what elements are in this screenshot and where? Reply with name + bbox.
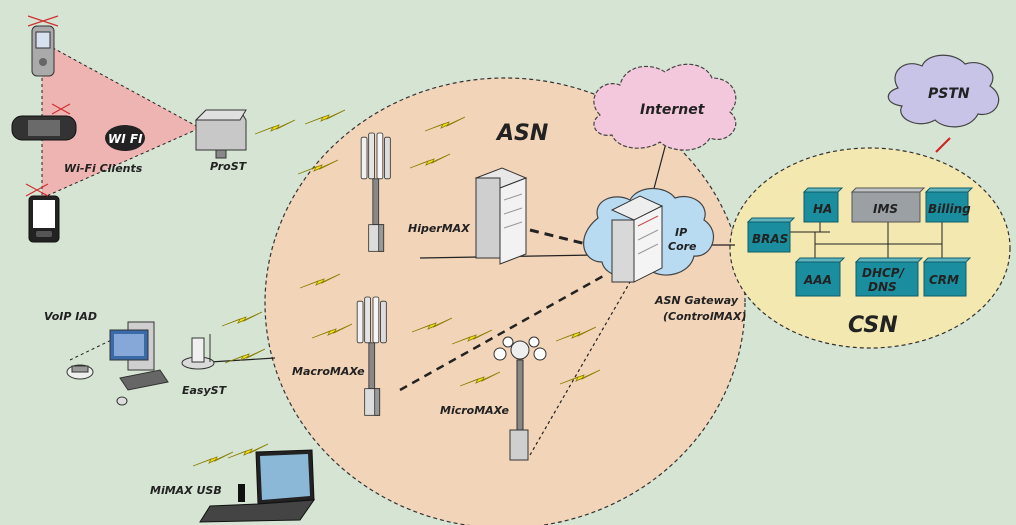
csn-box-crm-label: CRM bbox=[929, 273, 959, 287]
csn-label: CSN bbox=[848, 313, 898, 338]
wireless-signal-icon bbox=[225, 348, 265, 364]
csn-box-aaa bbox=[794, 257, 846, 297]
ip-core-label: Core bbox=[668, 240, 697, 253]
csn-box-ims bbox=[850, 187, 926, 223]
pda-icon bbox=[25, 183, 60, 243]
csn-box-bras-label: BRAS bbox=[752, 232, 788, 246]
prost-label: ProST bbox=[210, 160, 248, 173]
wireless-signal-icon bbox=[255, 119, 295, 135]
voip-iad-label: VoIP IAD bbox=[44, 310, 97, 323]
mimax-usb-label: MiMAX USB bbox=[150, 484, 222, 497]
link-easyst-tower bbox=[209, 357, 276, 363]
wireless-signal-icon bbox=[222, 311, 262, 327]
mobile-phone-icon bbox=[27, 15, 59, 77]
easyst-label: EasyST bbox=[182, 384, 228, 397]
asn-gateway-label: ASN Gateway bbox=[654, 294, 739, 307]
prost-device bbox=[194, 109, 247, 159]
hipermax-label: HiperMAX bbox=[408, 222, 470, 235]
csn-box-ha bbox=[802, 187, 844, 223]
link-tower-gateway bbox=[399, 273, 606, 392]
csn-box-aaa-label: AAA bbox=[803, 273, 832, 287]
micromaxe-label: MicroMAXe bbox=[440, 404, 509, 417]
hipermax-cabinet bbox=[474, 167, 528, 265]
macromaxe-label: MacroMAXe bbox=[292, 365, 365, 378]
csn-box-ims-label: IMS bbox=[873, 202, 898, 216]
wireless-signal-icon bbox=[193, 451, 233, 467]
wifi-link-line bbox=[41, 127, 201, 199]
wifi-coverage-area bbox=[42, 42, 200, 198]
wifi-logo-text: WI FI bbox=[108, 132, 143, 146]
wireless-signal-icon bbox=[305, 109, 345, 125]
csn-box-dhcp-label: DNS bbox=[868, 280, 897, 294]
csn-box-billing-label: Billing bbox=[928, 202, 971, 216]
ip-core-label: IP bbox=[675, 226, 687, 239]
internet-label: Internet bbox=[640, 102, 706, 118]
wifi-logo bbox=[105, 125, 145, 151]
pstn-label: PSTN bbox=[928, 86, 970, 102]
wifi-clients-label: Wi-Fi Clients bbox=[64, 162, 143, 175]
csn-box-crm bbox=[922, 257, 972, 297]
internet-cloud bbox=[593, 63, 737, 151]
pstn-cloud bbox=[887, 54, 1000, 128]
asn-zone bbox=[264, 77, 746, 525]
csn-box-billing bbox=[924, 187, 974, 223]
asn-gateway-device bbox=[610, 195, 664, 283]
link-hipermax-gateway bbox=[529, 228, 591, 247]
micromaxe-tower bbox=[493, 336, 547, 461]
csn-box-bras bbox=[746, 217, 796, 253]
telephone-icon bbox=[66, 364, 94, 380]
asn-gateway-label: (ControlMAX) bbox=[663, 310, 746, 323]
csn-box-dhcp-label: DHCP/ bbox=[862, 266, 906, 280]
csn-box-ha-label: HA bbox=[813, 202, 832, 216]
link-pstn-csn bbox=[935, 137, 951, 153]
desktop-computer-icon bbox=[109, 321, 169, 406]
csn-box-dhcp bbox=[854, 257, 924, 297]
handheld-console-icon bbox=[11, 103, 77, 141]
easyst-device bbox=[181, 334, 215, 370]
asn-label: ASN bbox=[495, 121, 548, 146]
laptop-icon bbox=[199, 449, 316, 523]
